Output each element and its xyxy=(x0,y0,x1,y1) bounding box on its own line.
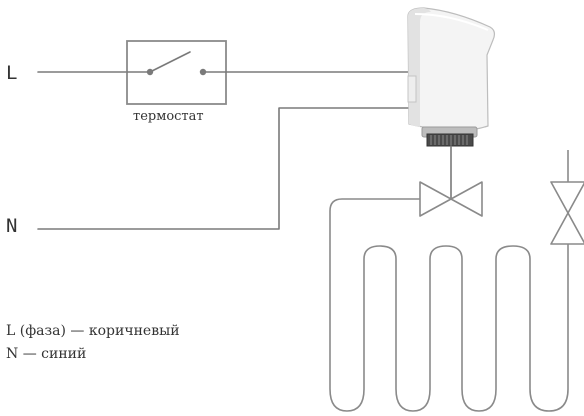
neutral-wire xyxy=(37,107,409,230)
manual-valve-icon xyxy=(550,181,584,245)
heating-loop-pipe xyxy=(329,198,569,412)
thermostat: термостат xyxy=(126,40,227,124)
switch-blade xyxy=(149,51,191,73)
legend-phase-color: L (фаза) — коричневый xyxy=(6,323,180,339)
legend-neutral-color: N — синий xyxy=(6,346,86,362)
thermal-actuator xyxy=(407,7,496,200)
thermostat-label: термостат xyxy=(133,109,204,124)
actuator-knurled-ring xyxy=(426,133,474,147)
terminal-n-label: N xyxy=(6,215,17,237)
control-valve-icon xyxy=(419,181,483,217)
actuator-top-highlight xyxy=(414,13,489,31)
knurl-lines xyxy=(430,135,468,145)
actuator-terminal-slot xyxy=(407,75,417,103)
terminal-l-label: L xyxy=(6,62,17,84)
